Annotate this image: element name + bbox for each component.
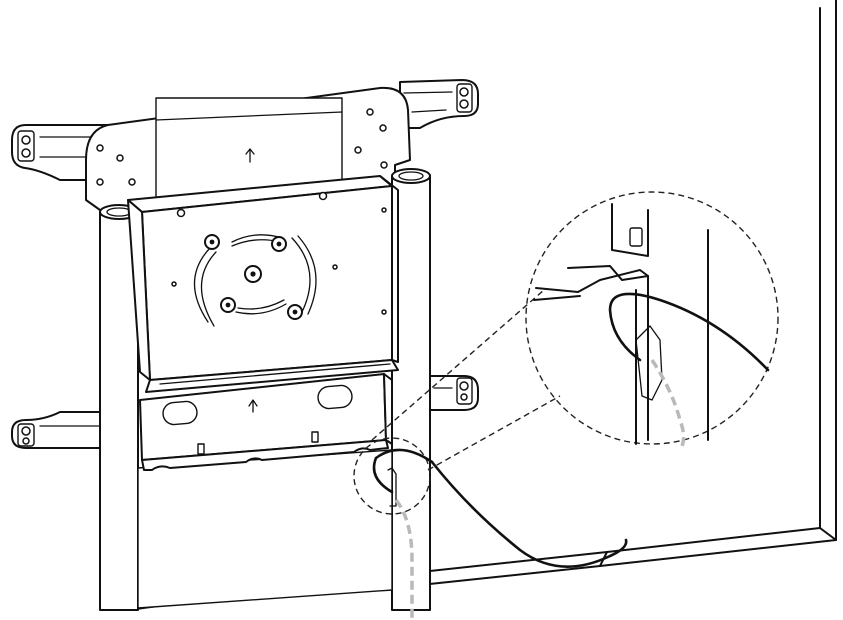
mounting-bracket	[127, 175, 399, 393]
power-cable	[430, 460, 628, 568]
right-pole	[391, 168, 431, 611]
vesa-screw	[287, 304, 303, 320]
vesa-screw	[271, 236, 287, 252]
vesa-screw	[204, 234, 220, 250]
detail-screw	[629, 227, 643, 247]
callout-leader	[371, 289, 545, 441]
cable-routing-detail	[525, 191, 779, 447]
cable-slot	[162, 400, 198, 426]
vesa-screw	[220, 297, 236, 313]
cable-slot	[317, 384, 353, 410]
up-arrow-icon	[248, 399, 258, 413]
up-arrow-icon	[245, 148, 255, 163]
cable-routing-callout-small	[353, 437, 431, 515]
vesa-adapter-plate	[11, 79, 479, 449]
vesa-screw	[244, 265, 262, 283]
callout-leader	[427, 395, 561, 471]
lower-bracket	[139, 373, 393, 471]
hidden-cable	[394, 498, 414, 620]
